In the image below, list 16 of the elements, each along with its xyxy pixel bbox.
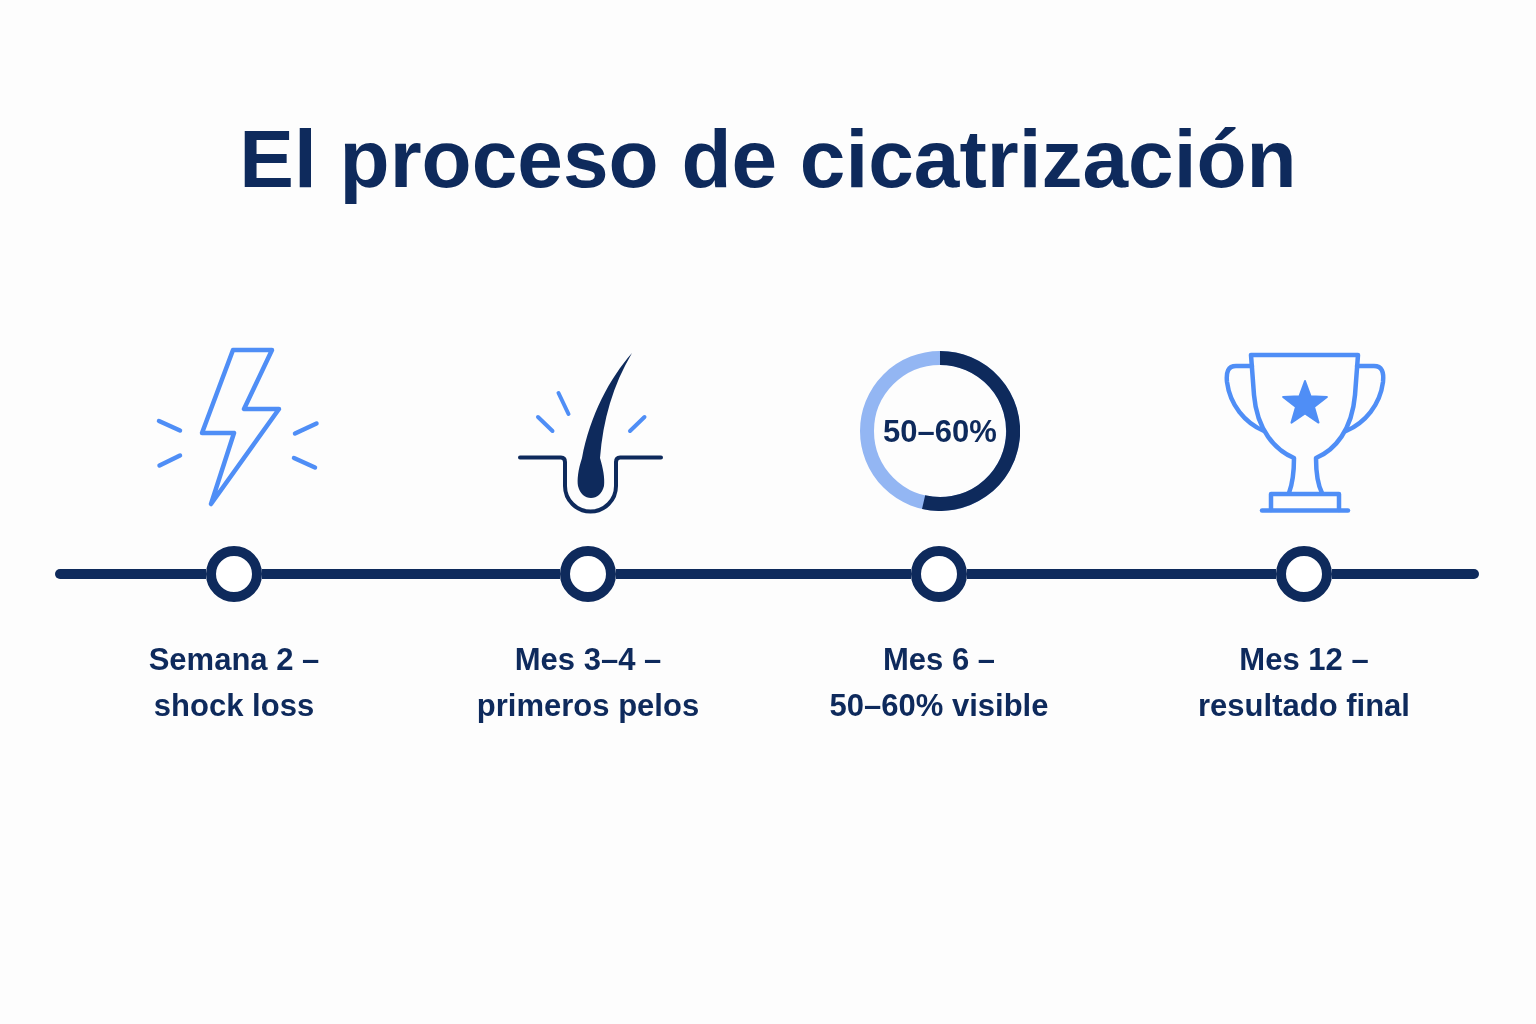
- percentage-text: 50–60%: [883, 415, 997, 447]
- timeline-marker: [206, 546, 262, 602]
- timeline-line: [55, 569, 206, 579]
- timeline-marker: [560, 546, 616, 602]
- progress-ring: [860, 351, 1020, 511]
- title: El proceso de cicatrización: [238, 112, 1298, 206]
- milestone-label: Mes 12 – resultado final: [1197, 641, 1411, 725]
- milestone-label: Mes 3–4 – primeros pelos: [475, 641, 701, 725]
- timeline-line: [262, 569, 560, 579]
- timeline-marker: [911, 546, 967, 602]
- milestone-label: Semana 2 – shock loss: [147, 641, 321, 725]
- milestone-label: Mes 6 – 50–60% visible: [828, 641, 1050, 725]
- timeline-line: [1332, 569, 1479, 579]
- timeline-line: [967, 569, 1276, 579]
- timeline-marker: [1276, 546, 1332, 602]
- timeline-line: [616, 569, 911, 579]
